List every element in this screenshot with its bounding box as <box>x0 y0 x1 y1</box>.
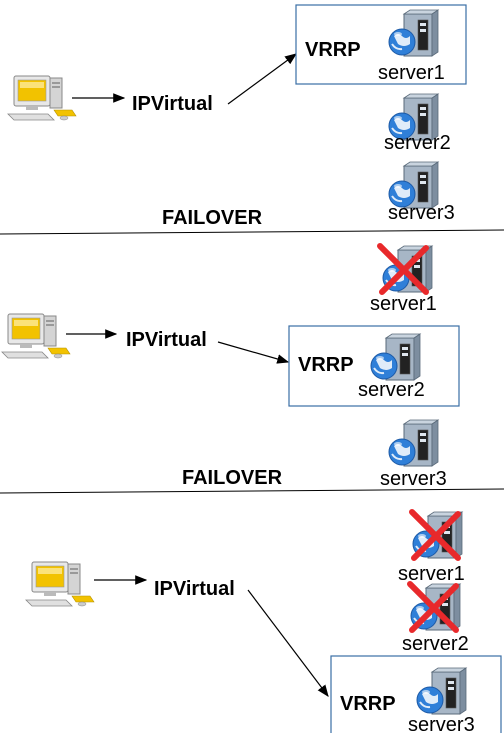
section-2: server1 IPVirtual VRRP server2 server3 <box>1 246 460 490</box>
server-icon <box>388 419 439 467</box>
server-label: server2 <box>402 633 469 655</box>
server-label: server2 <box>384 132 451 154</box>
section-1: IPVirtual VRRP server1 server2 server3 <box>7 4 467 224</box>
vrrp-label: VRRP <box>305 39 361 61</box>
ip-virtual-label: IPVirtual <box>126 329 207 351</box>
vrrp-arrow <box>227 53 297 105</box>
failover-label: FAILOVER <box>182 467 283 489</box>
vrrp-box <box>330 655 502 733</box>
server-label: server3 <box>408 714 475 733</box>
desktop-computer-icon <box>25 561 95 607</box>
desktop-computer-icon <box>7 75 77 121</box>
divider-line <box>0 488 504 494</box>
desktop-computer-icon <box>1 313 71 359</box>
vrrp-label: VRRP <box>340 693 396 715</box>
divider-line <box>0 229 504 235</box>
server-label: server1 <box>370 293 437 315</box>
failover-label: FAILOVER <box>162 207 263 229</box>
server-label: server3 <box>380 468 447 490</box>
server-label: server3 <box>388 202 455 224</box>
vrrp-arrow <box>247 589 329 697</box>
vrrp-label: VRRP <box>298 354 354 376</box>
server-label: server2 <box>358 379 425 401</box>
server-label: server1 <box>398 563 465 585</box>
server-label: server1 <box>378 62 445 84</box>
ip-virtual-label: IPVirtual <box>154 578 235 600</box>
section-3: server1 server2 IPVirtual VRRP server3 <box>25 512 502 733</box>
ip-virtual-label: IPVirtual <box>132 93 213 115</box>
vrrp-arrow <box>217 341 290 364</box>
